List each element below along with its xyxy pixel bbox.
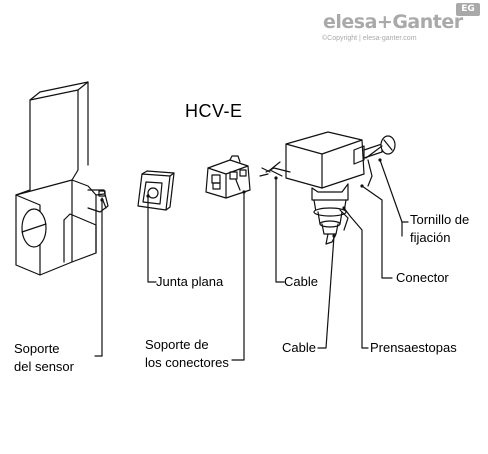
brand-copyright: ©Copyright | elesa-ganter.com [322,35,417,42]
label-flat-gasket: Junta plana [156,274,224,289]
label-connector-support: Soporte de los conectores [145,336,229,372]
label-connector-support-line1: Soporte de [145,337,209,352]
leader-lines [94,159,409,361]
connector [259,131,396,245]
label-connector: Conector [396,270,449,285]
label-fixing-screw: Tornillo de fijación [410,211,469,247]
label-sensor-support-line2: del sensor [14,359,74,374]
label-sensor-support-line1: Soporte [14,341,60,356]
sensor-support [15,81,109,276]
brand-badge: EG [456,3,480,16]
label-cable-lower: Cable [282,340,316,355]
label-fixing-screw-line2: fijación [410,230,451,245]
leader-dots [100,158,382,238]
connector-support [205,155,251,199]
label-cable-gland: Prensaestopas [370,340,457,355]
label-sensor-support: Soporte del sensor [14,340,74,376]
label-cable-upper: Cable [284,274,318,289]
brand-logo: elesa+Ganter [323,11,463,33]
label-connector-support-line2: los conectores [145,355,229,370]
flat-gasket [137,170,175,211]
label-fixing-screw-line1: Tornillo de [410,212,470,227]
diagram-title: HCV-E [185,101,243,121]
